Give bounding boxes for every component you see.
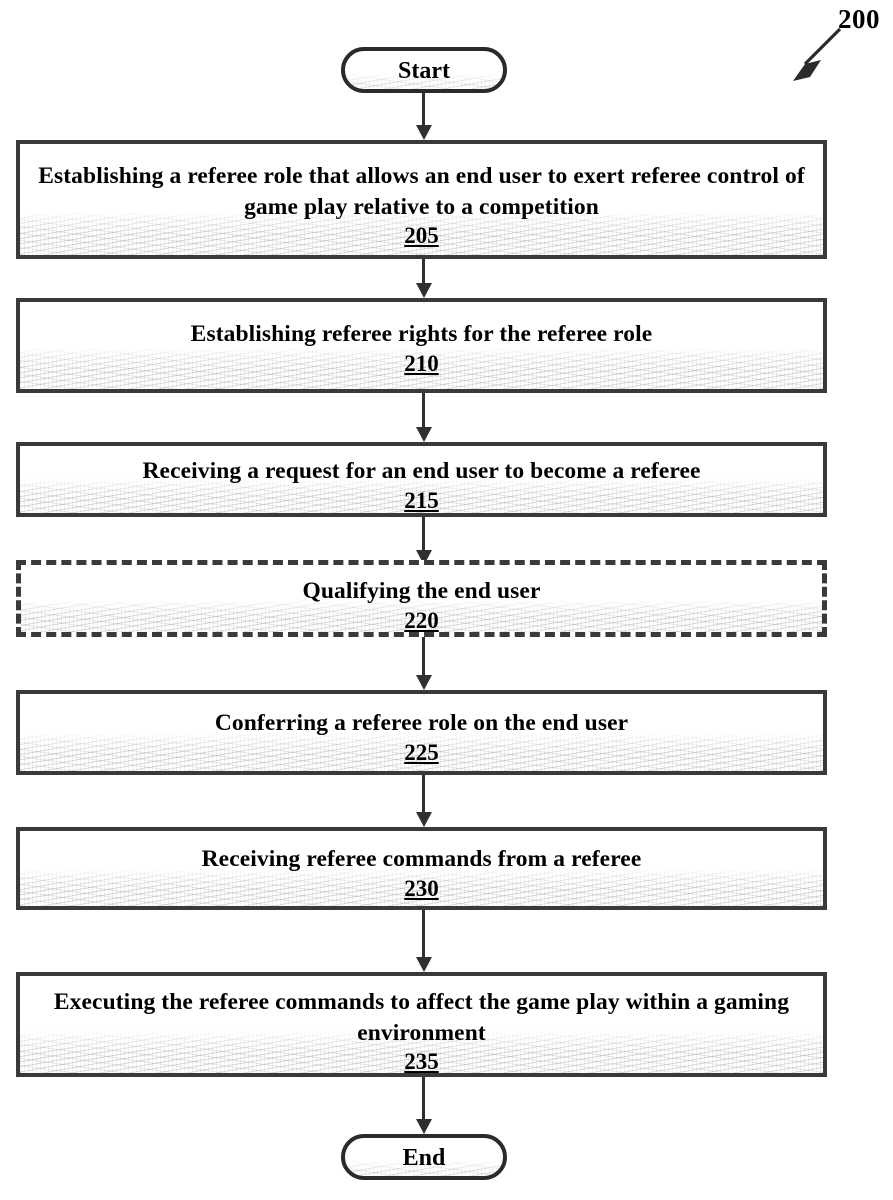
process-box-220-number: 220: [404, 607, 439, 633]
terminal-start-label: Start: [398, 58, 450, 84]
process-box-205[interactable]: Establishing a referee role that allows …: [16, 140, 827, 259]
process-box-220-text: Qualifying the end user: [302, 578, 541, 604]
process-box-235-number: 235: [404, 1049, 439, 1075]
process-box-225-text: Conferring a referee role on the end use…: [214, 710, 629, 736]
process-box-235-text: Executing the referee commands to affect…: [53, 989, 790, 1046]
process-box-230-text: Receiving referee commands from a refere…: [201, 846, 642, 872]
connector-210-215: [414, 393, 434, 442]
down-arrow-icon: [416, 427, 432, 442]
down-arrow-icon: [416, 125, 432, 140]
process-box-225[interactable]: Conferring a referee role on the end use…: [16, 690, 827, 775]
connector-215-220: [414, 517, 434, 565]
process-box-210-number: 210: [404, 350, 439, 376]
connector-start-205: [414, 93, 434, 140]
process-box-220[interactable]: Qualifying the end user 220: [16, 560, 827, 637]
process-box-230-number: 230: [404, 875, 439, 901]
process-box-210[interactable]: Establishing referee rights for the refe…: [16, 298, 827, 393]
process-box-205-text: Establishing a referee role that allows …: [38, 163, 805, 220]
process-box-215-text: Receiving a request for an end user to b…: [142, 458, 701, 484]
diagonal-arrow-icon: [793, 27, 842, 81]
terminal-end[interactable]: End: [341, 1134, 507, 1180]
connector-220-225: [414, 637, 434, 690]
down-arrow-icon: [416, 957, 432, 972]
process-box-230[interactable]: Receiving referee commands from a refere…: [16, 827, 827, 910]
process-box-210-text: Establishing referee rights for the refe…: [190, 321, 653, 347]
process-box-225-number: 225: [404, 739, 439, 765]
down-arrow-icon: [416, 675, 432, 690]
terminal-end-label: End: [402, 1145, 446, 1171]
down-arrow-icon: [416, 283, 432, 298]
terminal-start[interactable]: Start: [341, 47, 507, 93]
process-box-235[interactable]: Executing the referee commands to affect…: [16, 972, 827, 1077]
down-arrow-icon: [416, 812, 432, 827]
process-box-215-number: 215: [404, 487, 439, 513]
connector-230-235: [414, 910, 434, 972]
connector-235-end: [414, 1077, 434, 1134]
down-arrow-icon: [416, 1119, 432, 1134]
connector-225-230: [414, 775, 434, 827]
figure-reference-number: 200: [838, 4, 880, 34]
connector-205-210: [414, 259, 434, 298]
process-box-215[interactable]: Receiving a request for an end user to b…: [16, 442, 827, 517]
process-box-205-number: 205: [404, 223, 439, 249]
